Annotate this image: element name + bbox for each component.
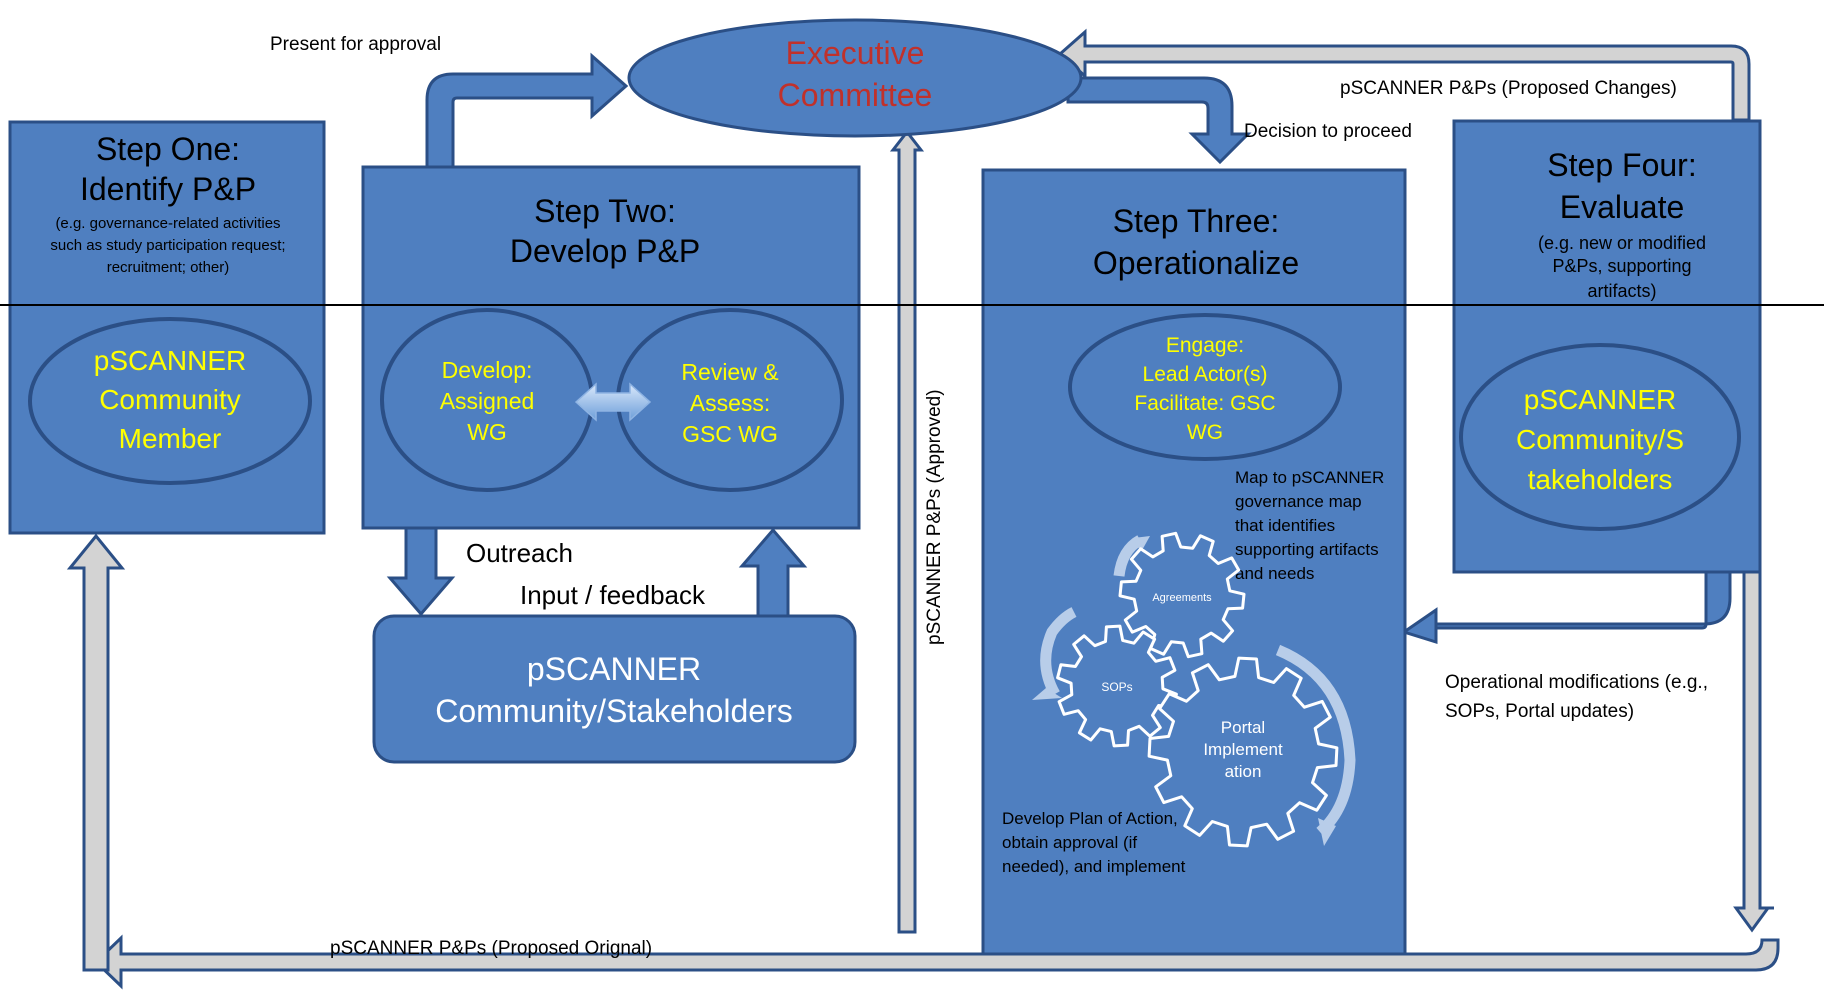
community-member-line-3: Member	[119, 423, 222, 454]
step-one-title-2: Identify P&P	[80, 171, 256, 207]
step-three-title-1: Step Three:	[1113, 203, 1280, 239]
step-one-subtitle-1: (e.g. governance-related activities	[55, 215, 280, 232]
decision-to-proceed-label: Decision to proceed	[1244, 121, 1412, 142]
map-text-line-1: Map to pSCANNER	[1235, 468, 1384, 487]
review-line-3: GSC WG	[682, 421, 778, 447]
operational-mods-line-2: SOPs, Portal updates)	[1445, 701, 1634, 722]
outreach-arrow	[386, 526, 456, 617]
proposed-original-arrow	[66, 533, 1780, 990]
agreements-label: Agreements	[1152, 592, 1212, 604]
stakeholders-line-2: Community/S	[1516, 424, 1684, 455]
map-text-line-2: governance map	[1235, 492, 1362, 511]
cycle-arc-right	[1275, 644, 1356, 837]
engage-line-1: Engage:	[1166, 334, 1244, 357]
plan-text-line-2: obtain approval (if	[1002, 833, 1137, 852]
step-one-subtitle-3: recruitment; other)	[107, 259, 230, 276]
map-text-line-5: and needs	[1235, 564, 1314, 583]
stakeholders-line-3: takeholders	[1528, 464, 1673, 495]
community-box-line-2: Community/Stakeholders	[435, 693, 792, 729]
agreements-gear-icon	[1118, 531, 1246, 659]
step-four-title-1: Step Four:	[1547, 147, 1696, 183]
community-member-line-1: pSCANNER	[94, 345, 246, 376]
map-text-line-4: supporting artifacts	[1235, 540, 1379, 559]
engage-line-3: Facilitate: GSC	[1134, 392, 1275, 415]
operational-modifications-arrow	[1400, 570, 1732, 645]
sops-label: SOPs	[1101, 680, 1132, 694]
decision-to-proceed-arrow	[1066, 76, 1252, 165]
develop-line-3: WG	[467, 419, 507, 445]
approved-arrow	[889, 129, 925, 934]
proposed-changes-label: pSCANNER P&Ps (Proposed Changes)	[1340, 78, 1677, 99]
executive-committee[interactable]: Executive Committee	[627, 18, 1083, 138]
outreach-label: Outreach	[466, 538, 573, 568]
review-line-1: Review &	[681, 359, 778, 385]
step-one-box[interactable]: Step One: Identify P&P (e.g. governance-…	[8, 120, 326, 535]
present-for-approval-arrow	[425, 52, 629, 172]
community-member-ellipse	[28, 317, 312, 485]
develop-line-1: Develop:	[442, 357, 533, 383]
input-feedback-arrow	[738, 527, 808, 620]
portal-line-3: ation	[1225, 762, 1262, 781]
community-stakeholders-box[interactable]: pSCANNER Community/Stakeholders	[372, 614, 857, 764]
step-four-box[interactable]: Step Four: Evaluate (e.g. new or modifie…	[1452, 119, 1762, 574]
plan-text-line-3: needed), and implement	[1002, 857, 1186, 876]
review-line-2: Assess:	[690, 390, 771, 416]
step-four-subtitle-2: P&Ps, supporting	[1552, 256, 1691, 276]
executive-committee-line-1: Executive	[786, 35, 925, 71]
approved-label: pSCANNER P&Ps (Approved)	[924, 389, 945, 645]
proposed-changes-arrow	[1057, 28, 1751, 122]
step-two-title-2: Develop P&P	[510, 233, 700, 269]
bidirectional-arrow-icon	[574, 382, 652, 422]
step-three-title-2: Operationalize	[1093, 245, 1299, 281]
engage-line-4: WG	[1187, 421, 1223, 444]
portal-gear-icon	[1147, 656, 1339, 848]
community-member-line-2: Community	[99, 384, 241, 415]
step-two-title-1: Step Two:	[534, 193, 676, 229]
proposed-original-label: pSCANNER P&Ps (Proposed Orignal)	[330, 938, 652, 959]
step-three-box[interactable]: Step Three: Operationalize Engage: Lead …	[981, 168, 1407, 956]
map-text-line-3: that identifies	[1235, 516, 1335, 535]
operational-mods-line-1: Operational modifications (e.g.,	[1445, 672, 1708, 693]
sops-gear-icon	[1056, 624, 1178, 748]
community-box-line-1: pSCANNER	[527, 651, 701, 687]
portal-line-2: Implement	[1203, 740, 1283, 759]
engage-line-2: Lead Actor(s)	[1143, 363, 1268, 386]
develop-line-2: Assigned	[440, 388, 535, 414]
present-for-approval-label: Present for approval	[270, 34, 441, 55]
portal-line-1: Portal	[1221, 718, 1265, 737]
stakeholders-ellipse	[1459, 343, 1741, 531]
step-four-title-2: Evaluate	[1560, 189, 1685, 225]
executive-committee-line-2: Committee	[778, 77, 933, 113]
plan-text-line-1: Develop Plan of Action,	[1002, 809, 1178, 828]
step-two-box[interactable]: Step Two: Develop P&P Develop: Assigned …	[361, 165, 861, 530]
stakeholders-line-1: pSCANNER	[1524, 384, 1676, 415]
step-four-subtitle-1: (e.g. new or modified	[1538, 233, 1706, 253]
step-one-title-1: Step One:	[96, 131, 240, 167]
input-feedback-label: Input / feedback	[520, 580, 706, 610]
step-one-subtitle-2: such as study participation request;	[50, 237, 285, 254]
cycle-arc-left	[1040, 607, 1077, 697]
engage-ellipse	[1068, 313, 1342, 461]
step-four-subtitle-3: artifacts)	[1587, 281, 1656, 301]
